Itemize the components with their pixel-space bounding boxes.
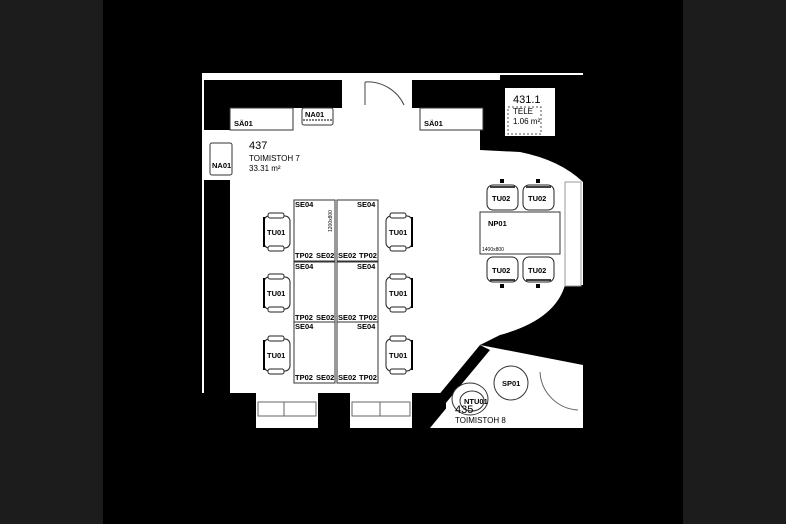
task-chair-label: TU01 bbox=[267, 289, 285, 298]
round-table bbox=[493, 365, 529, 401]
cabinet-label: SÄ01 bbox=[234, 119, 253, 128]
task-chair-label: TU01 bbox=[267, 351, 285, 360]
room-number: 437 bbox=[249, 140, 267, 152]
tele-room bbox=[505, 88, 555, 136]
meeting-chair-label: TU02 bbox=[528, 194, 546, 203]
shelf-left bbox=[209, 142, 233, 176]
desk-label: TP02 bbox=[295, 313, 313, 322]
lounge-chair-label: NTU01 bbox=[464, 397, 488, 406]
task-chair: TU01 bbox=[385, 212, 413, 252]
round-table-label: SP01 bbox=[502, 379, 520, 388]
task-chair: TU01 bbox=[385, 273, 413, 313]
desk-screen-label: SE02 bbox=[316, 313, 334, 322]
desk-label: TP02 bbox=[295, 251, 313, 260]
task-chair: TU01 bbox=[263, 273, 291, 313]
lounge-chair bbox=[451, 382, 489, 416]
room-name: TOIMISTOH 8 bbox=[455, 416, 506, 425]
desk-screen-label: SE04 bbox=[295, 200, 314, 209]
desk-screen-label: SE04 bbox=[295, 262, 314, 271]
task-chair-label: TU01 bbox=[389, 351, 407, 360]
door-435[interactable] bbox=[539, 371, 579, 411]
cabinet-label: SÄ01 bbox=[424, 119, 443, 128]
desk-screen-label: SE02 bbox=[316, 251, 334, 260]
meeting-chair: TU02 bbox=[522, 256, 555, 288]
desk-label: TP02 bbox=[295, 373, 313, 382]
room-number: 435 bbox=[455, 404, 473, 416]
task-chair-label: TU01 bbox=[389, 289, 407, 298]
task-chair: TU01 bbox=[263, 335, 291, 375]
desk-size-label: 1200x800 bbox=[328, 210, 334, 232]
task-chair-label: TU01 bbox=[389, 228, 407, 237]
cabinet-right bbox=[419, 107, 484, 131]
desk-screen-label: SE02 bbox=[338, 373, 356, 382]
task-chair: TU01 bbox=[385, 335, 413, 375]
desk-label: TP02 bbox=[359, 373, 377, 382]
meeting-chair-label: TU02 bbox=[492, 266, 510, 275]
desk-screen-label: SE02 bbox=[338, 313, 356, 322]
tele-cabinet bbox=[507, 106, 542, 135]
table-size-label: 1400x800 bbox=[482, 247, 504, 253]
meeting-chair-label: TU02 bbox=[528, 266, 546, 275]
desk-screen-label: SE04 bbox=[357, 322, 376, 331]
meeting-chair: TU02 bbox=[486, 256, 519, 288]
room-name: TELE bbox=[513, 107, 533, 116]
desk-screen-label: SE04 bbox=[357, 262, 376, 271]
shelf-label: NA01 bbox=[305, 110, 324, 119]
desk-label: TP02 bbox=[359, 251, 377, 260]
room-number: 431.1 bbox=[513, 94, 541, 106]
task-chair: TU01 bbox=[263, 212, 291, 252]
desk-screen-label: SE04 bbox=[295, 322, 314, 331]
meeting-chair-label: TU02 bbox=[492, 194, 510, 203]
room-area: 1.06 m² bbox=[513, 117, 540, 126]
desk-screen-label: SE02 bbox=[316, 373, 334, 382]
desk-label: TP02 bbox=[359, 313, 377, 322]
meeting-chair: TU02 bbox=[522, 179, 555, 211]
window-right bbox=[564, 181, 582, 287]
meeting-table bbox=[479, 211, 561, 255]
desk-screen-label: SE02 bbox=[338, 251, 356, 260]
meeting-chair: TU02 bbox=[486, 179, 519, 211]
room-area: 33.31 m² bbox=[249, 164, 281, 173]
walls bbox=[202, 75, 583, 428]
meeting-table-label: NP01 bbox=[488, 219, 507, 228]
door[interactable] bbox=[364, 81, 405, 106]
task-chair-label: TU01 bbox=[267, 228, 285, 237]
shelf-top bbox=[301, 107, 334, 126]
desk-screen-label: SE04 bbox=[357, 200, 376, 209]
windows-bottom bbox=[257, 401, 411, 417]
room-name: TOIMISTOH 7 bbox=[249, 154, 300, 163]
cabinet-left bbox=[229, 107, 294, 131]
shelf-label: NA01 bbox=[212, 161, 231, 170]
